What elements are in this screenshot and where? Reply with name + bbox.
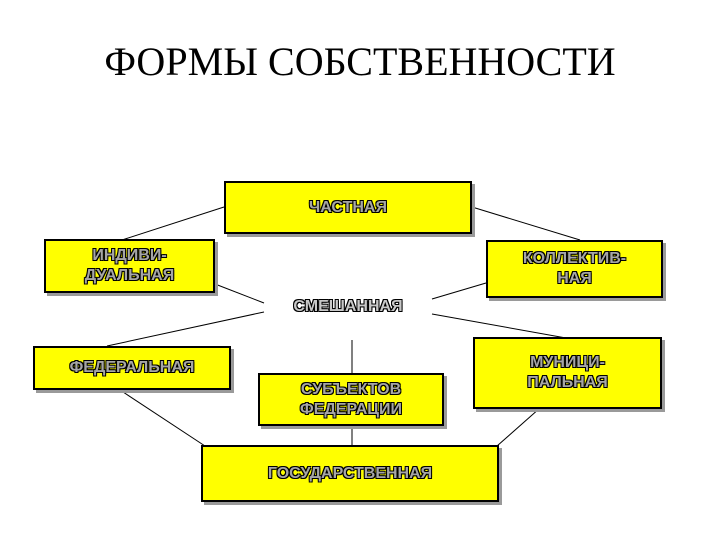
line-collective-mixed xyxy=(431,282,487,300)
node-subjects: СУБЪЕКТОВ ФЕДЕРАЦИИ xyxy=(258,373,444,426)
line-individual-mixed xyxy=(214,283,265,304)
node-municipal: МУНИЦИ- ПАЛЬНАЯ xyxy=(473,337,662,409)
line-private-collective xyxy=(471,206,581,241)
node-state: ГОСУДАРСТВЕННАЯ xyxy=(201,445,499,502)
node-collective: КОЛЛЕКТИВ- НАЯ xyxy=(486,240,663,298)
diagram-title: ФОРМЫ СОБСТВЕННОСТИ xyxy=(104,39,616,84)
line-mixed-federal xyxy=(106,311,265,347)
line-municipal-state xyxy=(496,407,541,447)
line-federal-state xyxy=(119,389,206,447)
line-mixed-municipal xyxy=(431,313,567,339)
node-federal: ФЕДЕРАЛЬНАЯ xyxy=(33,346,231,390)
line-private-individual xyxy=(121,206,225,241)
node-private: ЧАСТНАЯ xyxy=(224,181,472,234)
node-mixed: СМЕШАННАЯ xyxy=(293,298,403,315)
node-individual: ИНДИВИ- ДУАЛЬНАЯ xyxy=(44,239,215,293)
